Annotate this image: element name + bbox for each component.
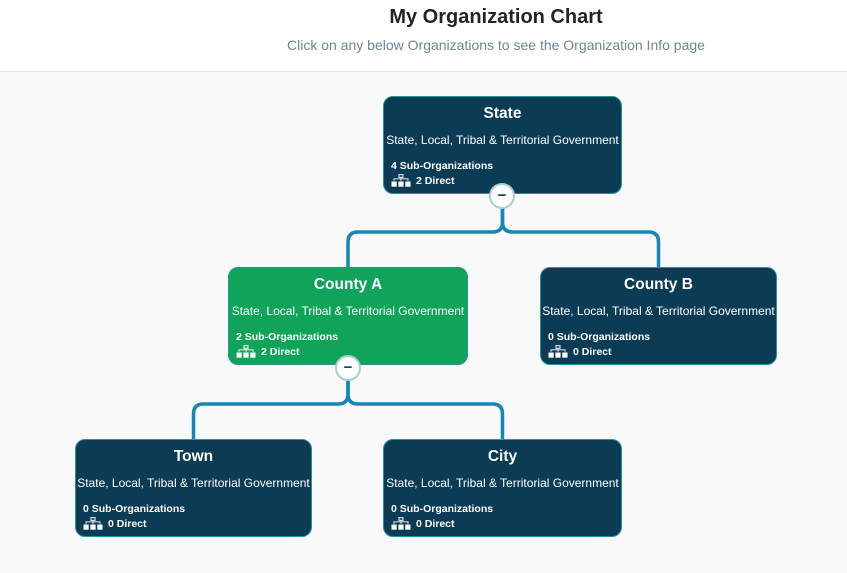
- sitemap-icon: [548, 345, 568, 359]
- org-node-category: State, Local, Tribal & Territorial Gover…: [542, 304, 775, 318]
- direct-count: 2 Direct: [416, 175, 455, 187]
- sitemap-icon: [391, 174, 411, 188]
- org-node-category: State, Local, Tribal & Territorial Gover…: [386, 133, 619, 147]
- sitemap-icon: [391, 517, 411, 531]
- org-node-title: City: [487, 448, 518, 465]
- page-subtitle: Click on any below Organizations to see …: [287, 37, 705, 53]
- org-node-stats: 2 Sub-Organizations: [236, 331, 338, 359]
- sub-organizations-count: 0 Sub-Organizations: [391, 503, 494, 515]
- org-node-title: State: [483, 105, 522, 122]
- org-node-category: State, Local, Tribal & Territorial Gover…: [231, 304, 465, 318]
- collapse-button-state[interactable]: −: [489, 183, 515, 209]
- sitemap-icon: [83, 517, 103, 531]
- org-node-stats: 0 Sub-Organizations: [548, 331, 650, 359]
- direct-count: 2 Direct: [261, 346, 300, 358]
- sub-organizations-count: 4 Sub-Organizations: [391, 160, 494, 172]
- sub-organizations-count: 0 Sub-Organizations: [548, 331, 651, 343]
- org-node-title: County B: [624, 276, 693, 293]
- sub-organizations-count: 2 Sub-Organizations: [236, 331, 339, 343]
- page-header: My Organization Chart Click on any below…: [0, 0, 847, 71]
- org-node-city[interactable]: City State, Local, Tribal & Territorial …: [383, 439, 622, 537]
- org-node-stats: 0 Sub-Organizations: [391, 503, 493, 531]
- org-node-state[interactable]: State State, Local, Tribal & Territorial…: [383, 96, 622, 194]
- org-node-town[interactable]: Town State, Local, Tribal & Territorial …: [75, 439, 312, 537]
- org-node-category: State, Local, Tribal & Territorial Gover…: [77, 476, 310, 490]
- org-node-stats: 4 Sub-Organizations: [391, 160, 493, 188]
- direct-count: 0 Direct: [108, 518, 147, 530]
- org-node-title: Town: [173, 448, 214, 465]
- collapse-button-county-a[interactable]: −: [335, 355, 361, 381]
- org-node-county-a[interactable]: County A State, Local, Tribal & Territor…: [228, 267, 468, 365]
- org-node-county-b[interactable]: County B State, Local, Tribal & Territor…: [540, 267, 777, 365]
- org-node-title: County A: [313, 276, 383, 293]
- page-title: My Organization Chart: [389, 6, 603, 28]
- direct-count: 0 Direct: [573, 346, 612, 358]
- direct-count: 0 Direct: [416, 518, 455, 530]
- org-node-category: State, Local, Tribal & Territorial Gover…: [386, 476, 619, 490]
- sitemap-icon: [236, 345, 256, 359]
- sub-organizations-count: 0 Sub-Organizations: [83, 503, 186, 515]
- org-node-stats: 0 Sub-Organizations: [83, 503, 185, 531]
